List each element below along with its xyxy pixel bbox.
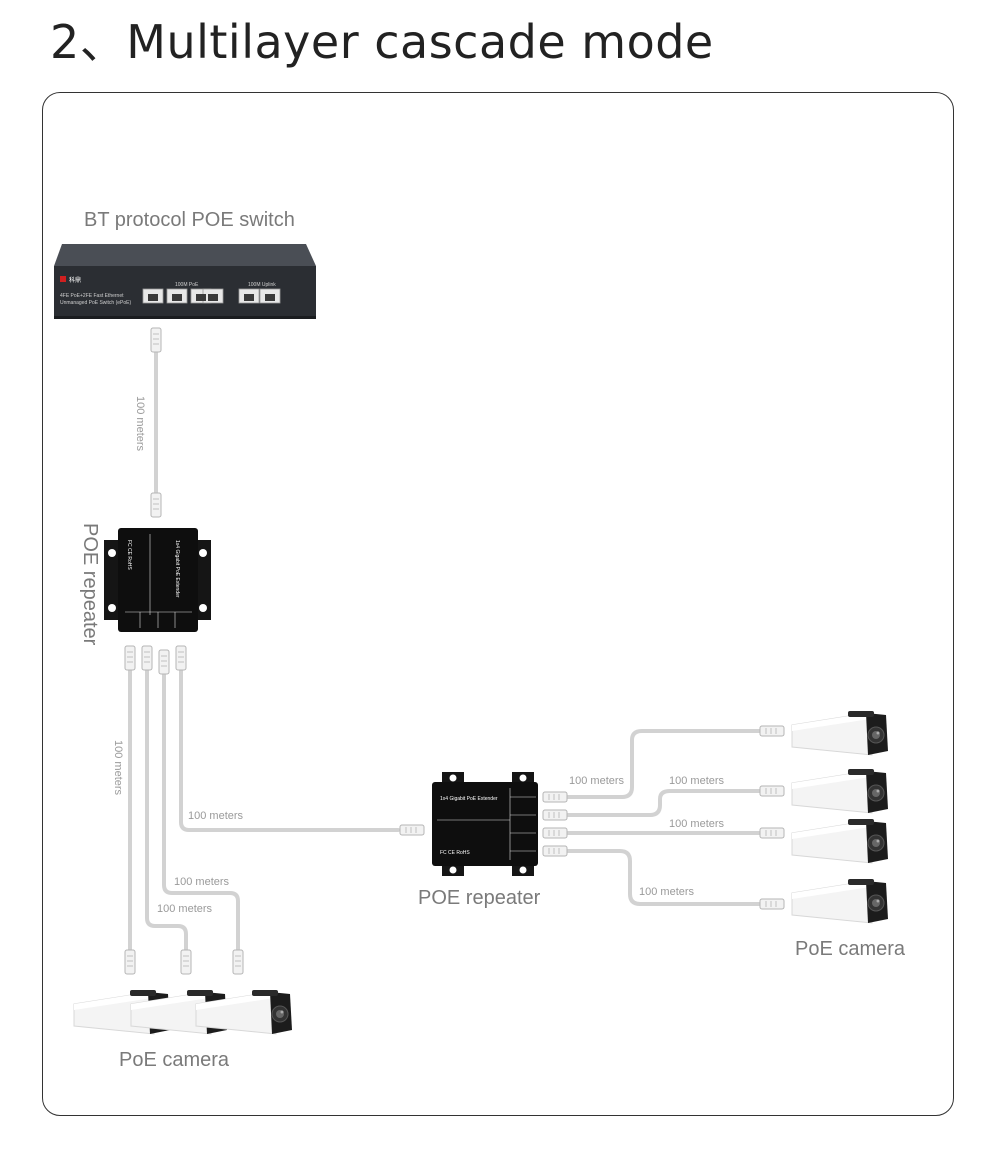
distance-switch-repeater: 100 meters [134,396,146,452]
cable-left-down-3 [162,656,240,957]
camera-icon [791,878,889,924]
connector-icon [141,645,153,671]
camera-icon [791,710,889,756]
distance-right-cam-2: 100 meters [669,775,725,787]
switch-desc-2: Unmanaged PoE Switch (ePoE) [60,300,131,306]
connector-icon [542,845,568,857]
switch-label: BT protocol POE switch [84,209,295,231]
page-title: 2、Multilayer cascade mode [50,15,714,69]
cable-right-cam-1 [544,729,762,799]
connector-icon [180,949,192,975]
repeater-left-model: 1x4 Gigabit PoE Extender [174,540,180,598]
connector-icon [542,791,568,803]
connector-icon [759,898,785,910]
connector-icon [124,645,136,671]
connector-icon [759,827,785,839]
distance-right-cam-1: 100 meters [569,775,625,787]
connector-icon [399,824,425,836]
connector-icon [542,809,568,821]
cable-right-cam-2 [544,789,762,817]
cable-left-down-2 [145,656,188,957]
connector-icon [232,949,244,975]
connector-icon [759,725,785,737]
diagram-frame [42,92,954,1116]
switch-desc-1: 4FE PoE+2FE Fast Ethernet [60,293,124,299]
distance-to-right-repeater: 100 meters [188,810,244,822]
connector-icon [150,327,162,353]
distance-left-down-1: 100 meters [112,740,124,796]
switch-uplink-group: 100M Uplink [248,282,276,288]
repeater-left-cert: FC CE RoHS [126,540,132,570]
connector-icon [124,949,136,975]
cable-right-cam-4 [544,849,762,906]
distance-left-down-3: 100 meters [174,876,230,888]
connector-icon [158,649,170,675]
repeater-right-label: POE repeater [418,887,541,909]
camera-icon [791,768,889,814]
connector-icon [542,827,568,839]
switch-brand: 科鼎 [69,276,81,284]
repeater-left-label: POE repeater [79,523,101,646]
switch-poe-group: 100M PoE [175,282,199,288]
poe-repeater-left: FC CE RoHS 1x4 Gigabit PoE Extender [104,528,211,632]
camera-icon [791,818,889,864]
connector-icon [175,645,187,671]
poe-repeater-right: 1x4 Gigabit PoE Extender FC CE RoHS [432,772,538,876]
repeater-right-cert: FC CE RoHS [440,850,470,856]
connector-icon [759,785,785,797]
distance-right-cam-3: 100 meters [669,818,725,830]
cable-to-right-repeater [179,656,400,832]
connector-icon [150,492,162,518]
distance-right-cam-4: 100 meters [639,886,695,898]
camera-left-label: PoE camera [119,1049,230,1071]
distance-left-down-2: 100 meters [157,903,213,915]
repeater-right-model: 1x4 Gigabit PoE Extender [440,796,498,802]
poe-switch: 科鼎 4FE PoE+2FE Fast Ethernet Unmanaged P… [54,244,316,319]
camera-right-label: PoE camera [795,938,906,960]
